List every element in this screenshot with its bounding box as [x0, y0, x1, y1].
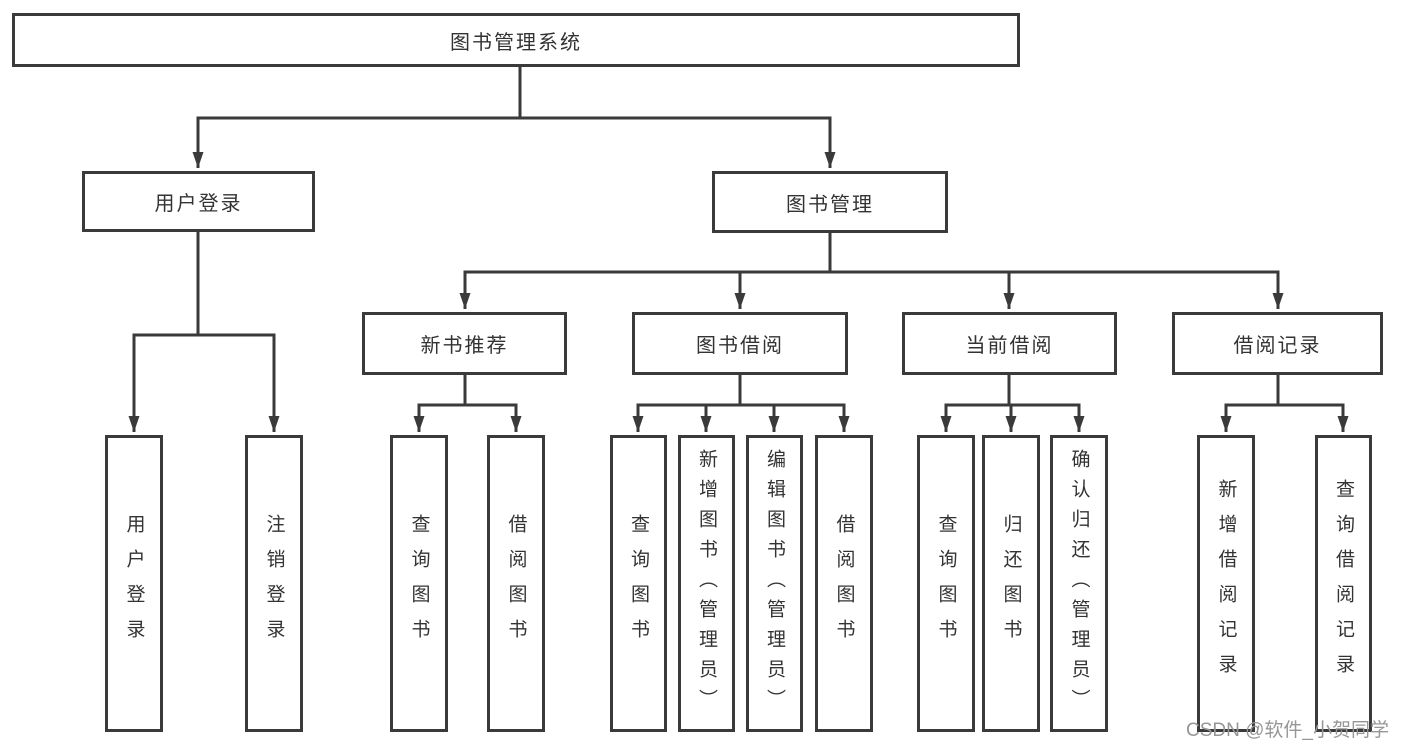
watermark-text: CSDN @软件_小贺同学	[1186, 720, 1389, 741]
node-label: 图书管理	[786, 193, 874, 216]
node-label: 确认归还（管理员）	[1068, 448, 1090, 719]
node-borrow-records: 借阅记录	[1172, 312, 1383, 375]
node-label: 归还图书	[1000, 513, 1022, 654]
leaf-edit-book-admin: 编辑图书（管理员）	[746, 435, 803, 732]
node-label: 借阅图书	[505, 513, 527, 654]
leaf-user-login: 用户登录	[105, 435, 163, 732]
node-label: 查询借阅记录	[1333, 478, 1354, 689]
leaf-logout: 注销登录	[245, 435, 303, 732]
node-label: 借阅记录	[1233, 335, 1322, 357]
leaf-borrow-books-newbook: 借阅图书	[487, 435, 545, 732]
node-book-management: 图书管理	[712, 171, 948, 233]
leaf-borrow-books-borrow: 借阅图书	[815, 435, 873, 732]
leaf-query-books-current: 查询图书	[917, 435, 975, 732]
node-label: 新增图书（管理员）	[696, 448, 717, 719]
leaf-return-book: 归还图书	[982, 435, 1040, 732]
node-book-borrow: 图书借阅	[632, 312, 848, 375]
node-label: 查询图书	[408, 513, 430, 654]
node-label: 查询图书	[935, 513, 957, 654]
node-label: 编辑图书（管理员）	[764, 448, 785, 719]
leaf-query-books-newbook: 查询图书	[390, 435, 448, 732]
node-label: 用户登录	[123, 513, 145, 654]
node-label: 借阅图书	[833, 513, 855, 654]
node-label: 注销登录	[263, 513, 285, 654]
node-current-borrow: 当前借阅	[902, 312, 1117, 375]
node-label: 查询图书	[628, 513, 649, 654]
leaf-add-book-admin: 新增图书（管理员）	[678, 435, 735, 732]
node-new-book-recommend: 新书推荐	[362, 312, 567, 375]
leaf-add-borrow-record: 新增借阅记录	[1197, 435, 1255, 732]
node-label: 新增借阅记录	[1215, 478, 1237, 689]
node-label: 用户登录	[154, 193, 243, 215]
node-label: 新书推荐	[420, 335, 509, 357]
leaf-confirm-return-admin: 确认归还（管理员）	[1050, 435, 1108, 732]
leaf-query-borrow-record: 查询借阅记录	[1315, 435, 1372, 732]
node-label: 图书借阅	[696, 335, 784, 357]
node-root: 图书管理系统	[12, 13, 1020, 67]
node-label: 图书管理系统	[450, 31, 582, 54]
leaf-query-books-borrow: 查询图书	[610, 435, 667, 732]
node-label: 当前借阅	[965, 335, 1054, 357]
node-user-login: 用户登录	[82, 171, 315, 232]
